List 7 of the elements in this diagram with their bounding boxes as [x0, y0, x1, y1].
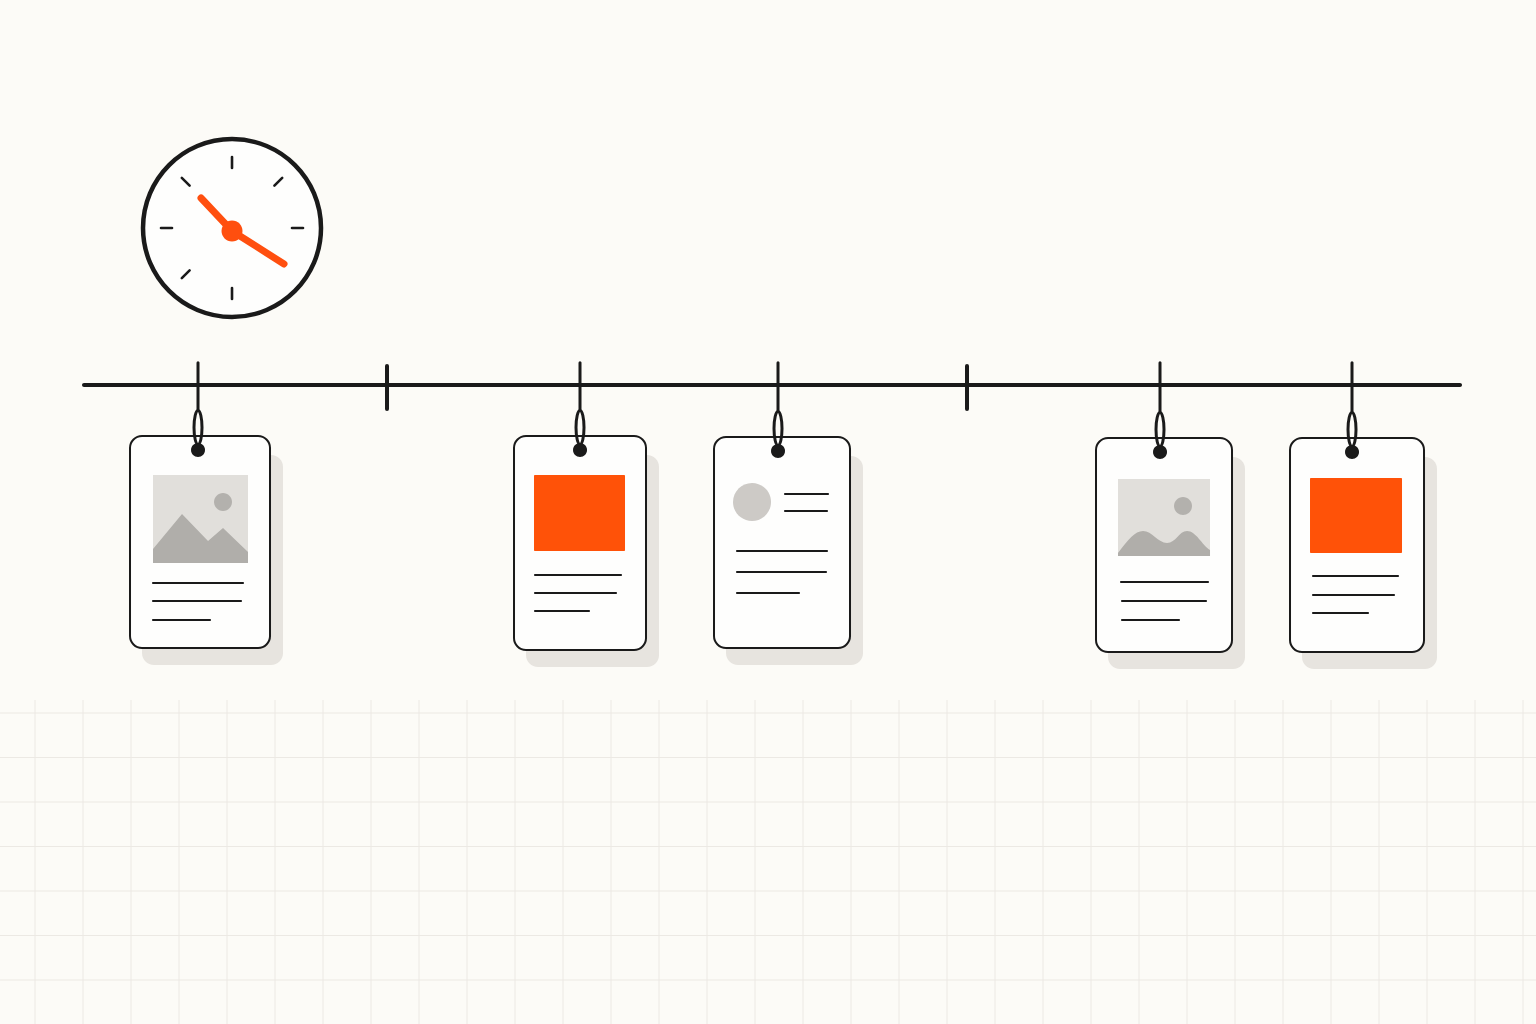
card	[713, 436, 863, 665]
hanger	[574, 361, 586, 446]
hanger	[1154, 361, 1166, 448]
timeline	[82, 383, 1462, 387]
hanger	[1346, 361, 1358, 448]
hanger	[772, 361, 784, 447]
hanger	[192, 361, 204, 446]
